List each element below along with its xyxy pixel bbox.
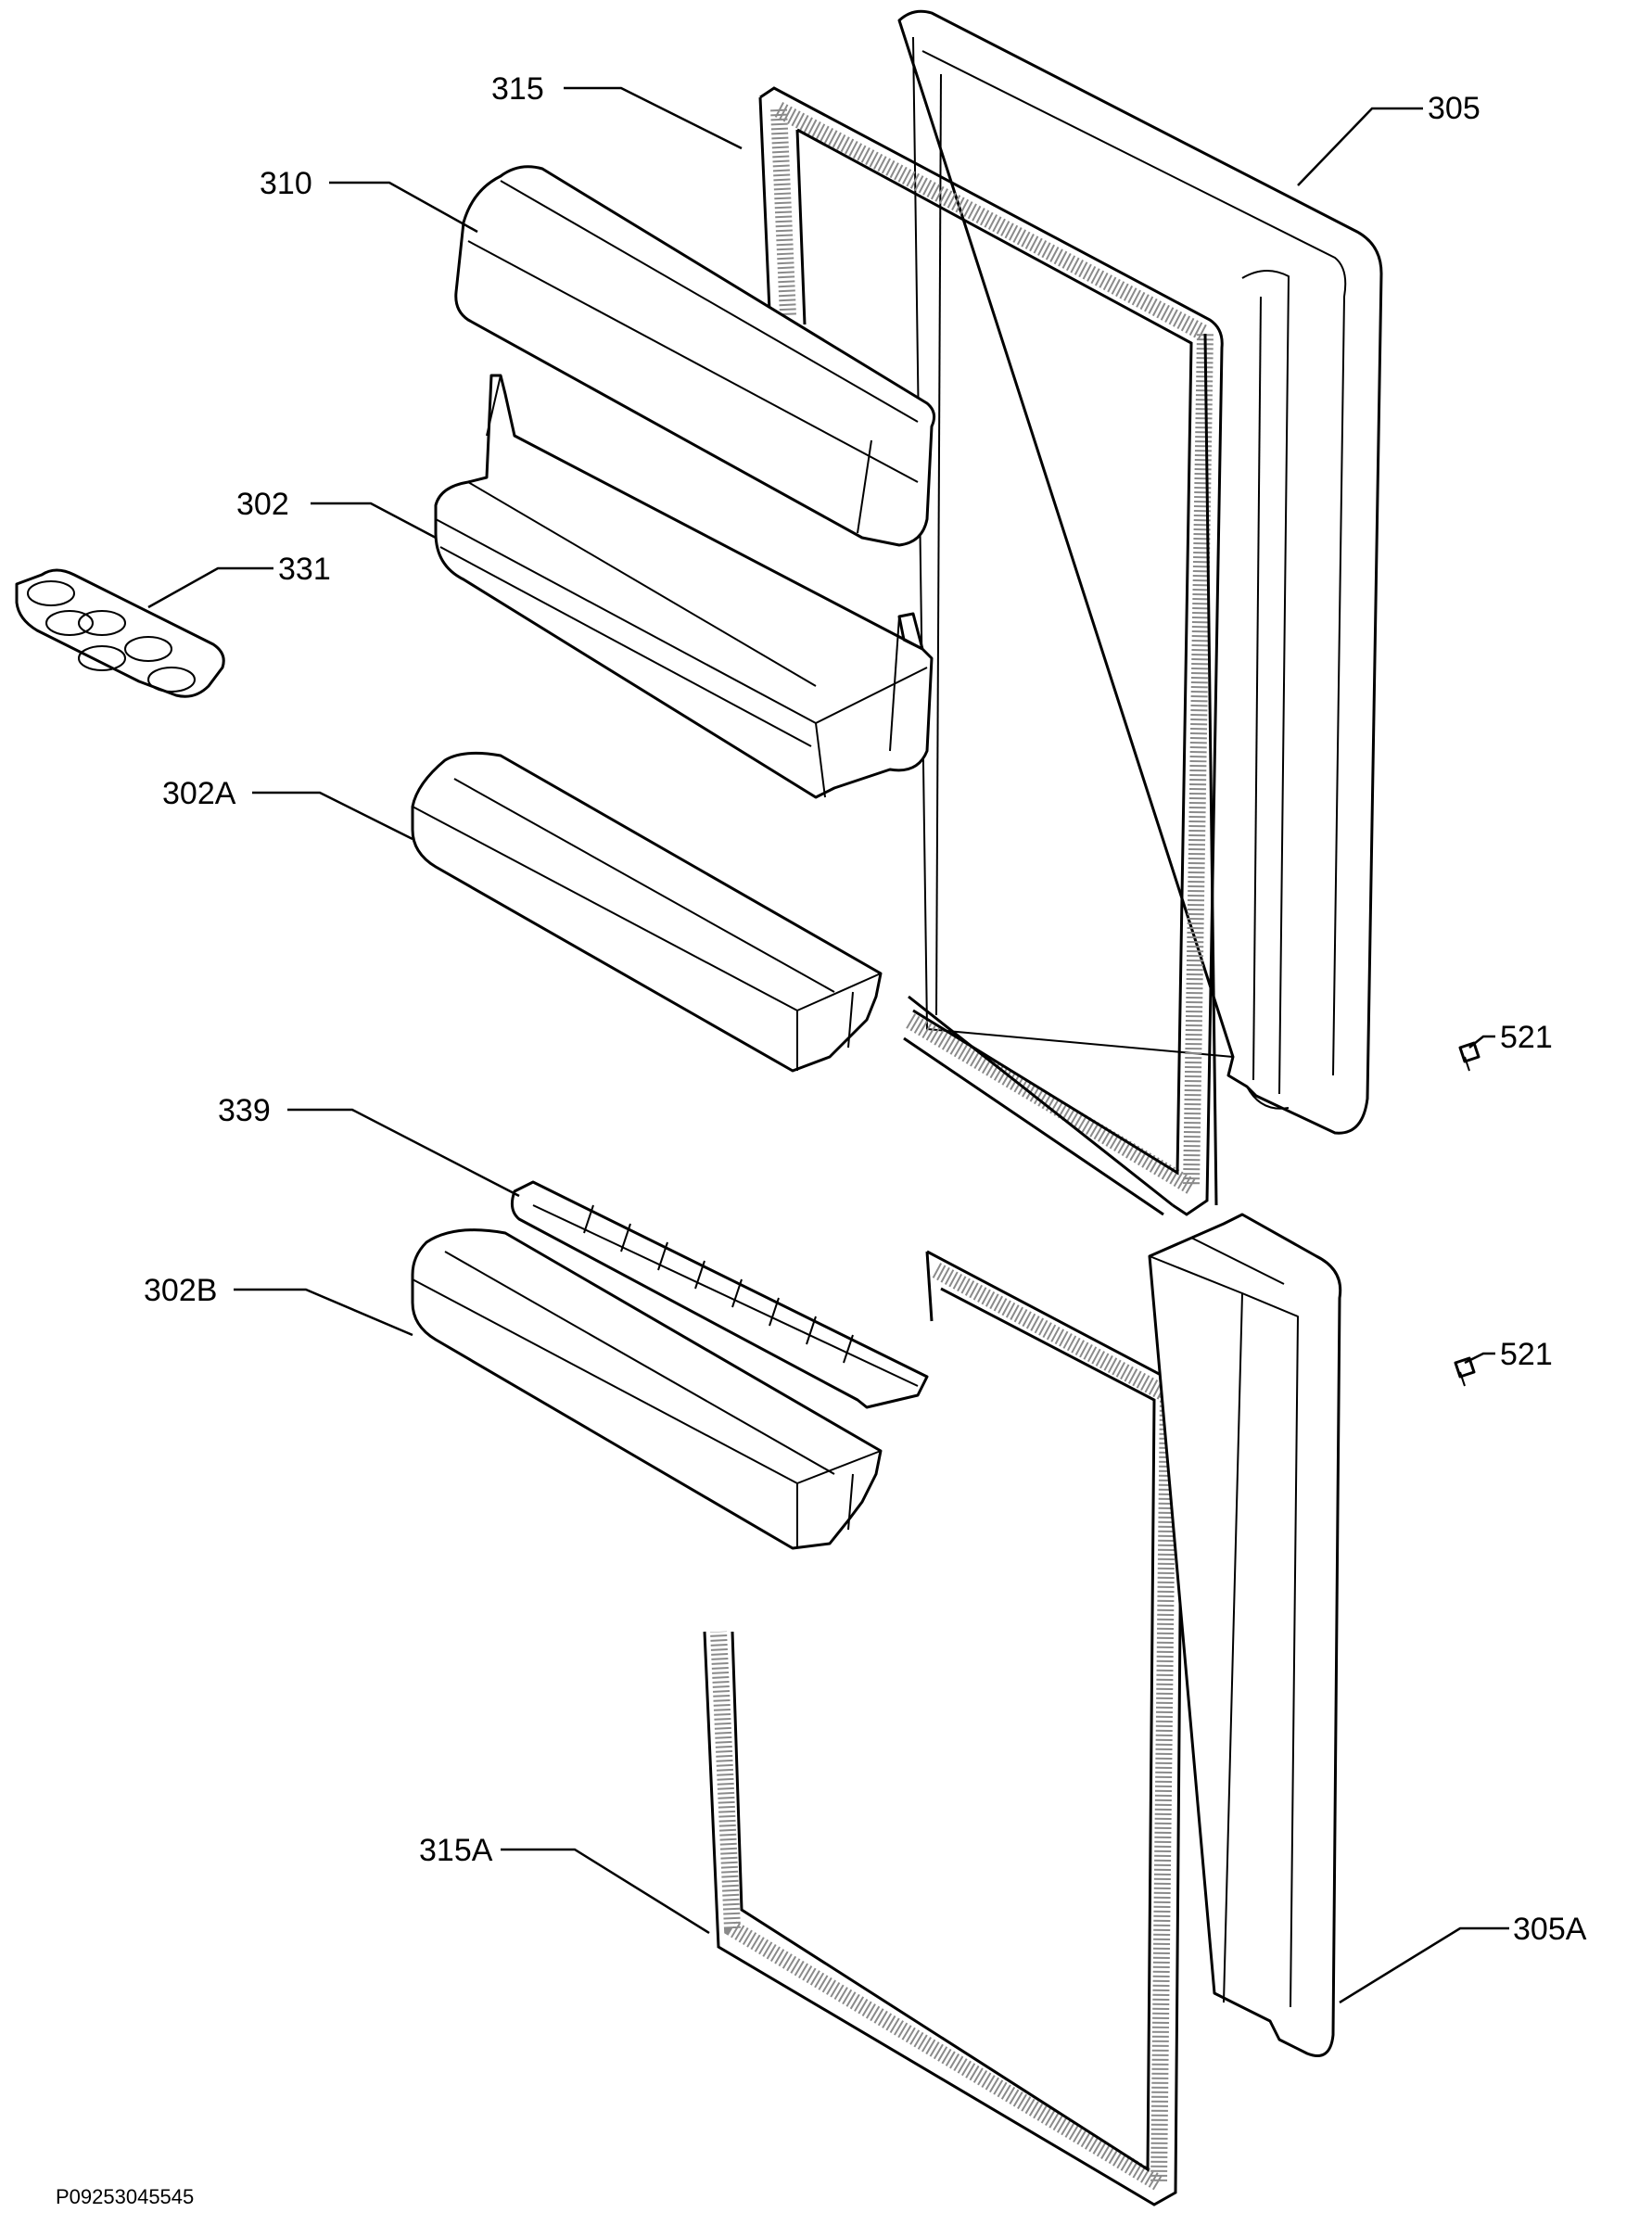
lower-door-panel — [1148, 1213, 1342, 2057]
label-315a: 315A — [419, 1833, 493, 1868]
label-521-lower: 521 — [1500, 1337, 1553, 1372]
label-305: 305 — [1428, 91, 1480, 126]
label-331: 331 — [278, 552, 331, 587]
document-id: P09253045545 — [56, 2185, 194, 2208]
label-339: 339 — [218, 1093, 271, 1128]
upper-door-panel — [897, 9, 1383, 1135]
lower-gasket — [703, 1250, 1184, 2206]
bottle-guard-rail — [510, 1180, 929, 1409]
leader-lines — [147, 86, 1509, 2004]
label-315: 315 — [491, 71, 544, 107]
door-shelf-302 — [434, 374, 934, 799]
door-shelf-302a — [411, 751, 883, 1073]
door-shelf-302b — [411, 1228, 883, 1550]
label-302: 302 — [236, 487, 289, 522]
label-310: 310 — [260, 166, 312, 201]
egg-tray — [15, 568, 225, 698]
screw-lower — [1454, 1356, 1476, 1387]
screw-upper — [1458, 1041, 1480, 1072]
label-302a: 302A — [162, 776, 236, 811]
upper-gasket — [758, 86, 1224, 1216]
label-305a: 305A — [1513, 1912, 1587, 1947]
label-521-upper: 521 — [1500, 1020, 1553, 1055]
dairy-compartment-cover — [454, 165, 936, 547]
label-302b: 302B — [144, 1273, 217, 1308]
